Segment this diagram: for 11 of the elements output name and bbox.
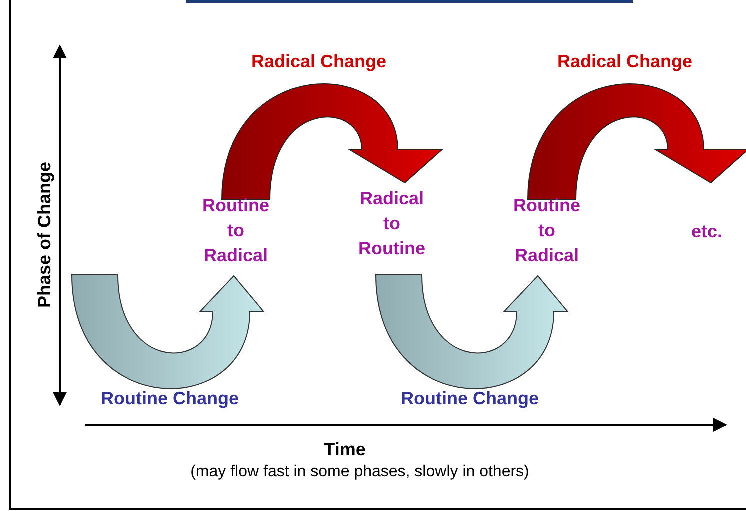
phase-label: Routine Change — [400, 388, 540, 410]
phase-label: Radical Change — [556, 50, 694, 74]
phase-label: Routine Change — [100, 388, 240, 410]
axis-label: Time — [323, 438, 367, 462]
transition-label: Radical to Routine — [358, 188, 426, 260]
axis-label: Phase of Change — [34, 162, 56, 308]
transition-label: Routine to Radical — [512, 194, 582, 268]
phase-label: Radical Change — [250, 50, 388, 74]
axis-note: (may flow fast in some phases, slowly in others) — [190, 462, 530, 482]
continuation-label: etc. — [690, 220, 724, 244]
transition-label: Routine to Radical — [202, 194, 270, 268]
